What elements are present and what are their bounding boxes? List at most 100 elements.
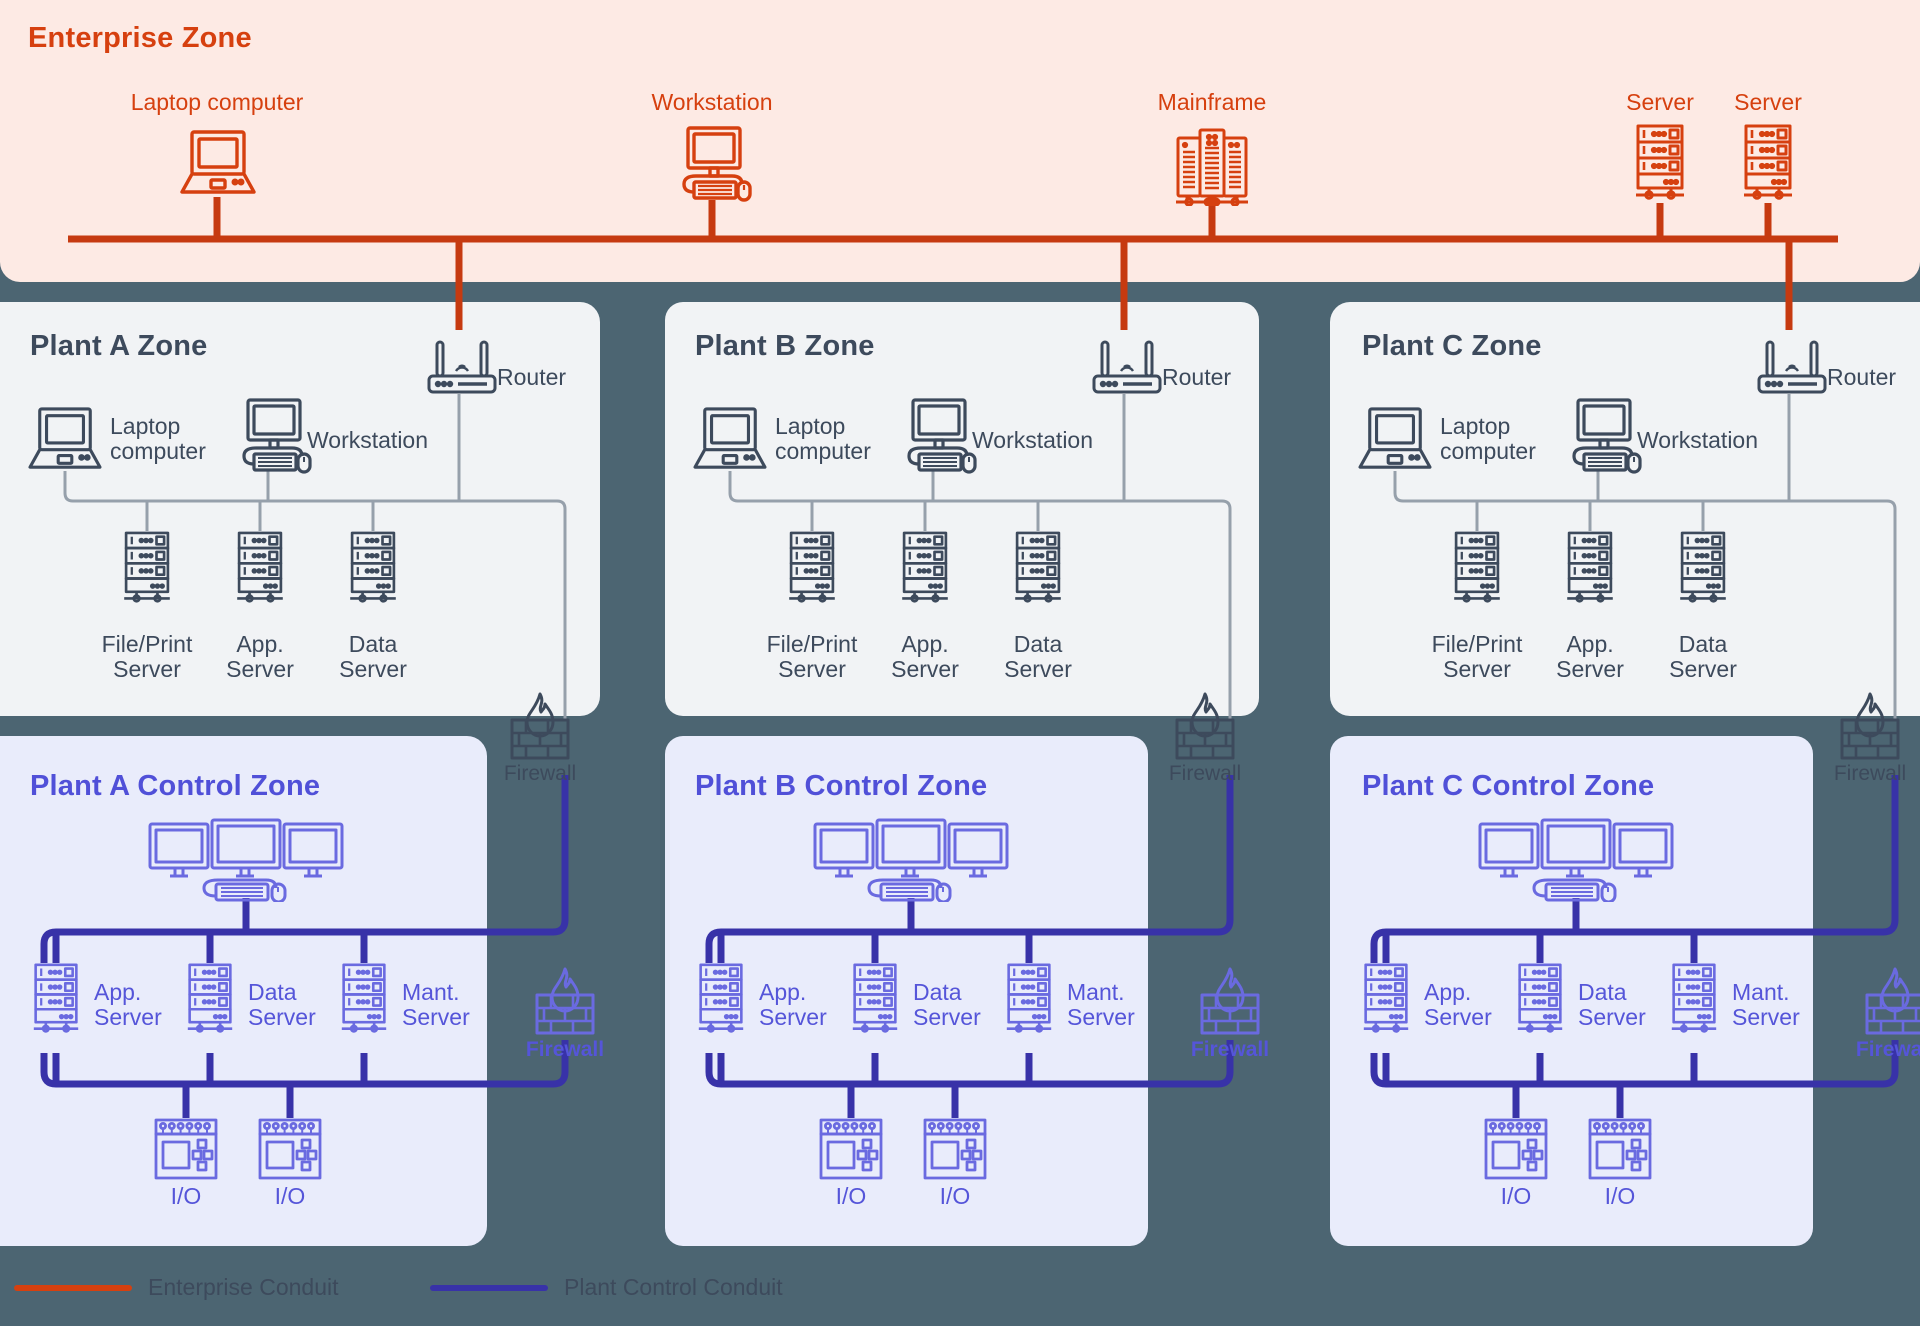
plant-b-server-label-1: File/Print Server bbox=[766, 631, 858, 683]
server-icon bbox=[1675, 531, 1731, 612]
plant-a-server-label-2: App. Server bbox=[226, 631, 294, 683]
plant-a-server-label-1: File/Print Server bbox=[101, 631, 193, 683]
laptop-icon bbox=[178, 128, 258, 203]
server-icon bbox=[119, 531, 175, 612]
server-icon bbox=[1358, 963, 1414, 1042]
server-icon bbox=[1010, 531, 1066, 612]
plant-b-router-label: Router bbox=[1162, 364, 1232, 390]
ctrl-a-server-label-2: Data Server bbox=[248, 979, 316, 1031]
enterprise-zone-panel bbox=[0, 0, 1920, 282]
io-module-icon bbox=[152, 1118, 220, 1187]
laptop-icon bbox=[25, 405, 105, 478]
server-icon bbox=[1562, 531, 1618, 612]
server-icon bbox=[1740, 124, 1796, 209]
ctrl-a-server-label-1: App. Server bbox=[94, 979, 162, 1031]
multi-monitor-workstation-icon bbox=[813, 818, 1009, 907]
plant-b-laptop-label: Laptop computer bbox=[775, 413, 871, 465]
plant-c-zone-title: Plant C Zone bbox=[1362, 330, 1542, 362]
plant-c-zone-panel bbox=[1330, 302, 1920, 716]
plant-a-firewall-wire bbox=[556, 499, 567, 720]
plant-c-control-zone-title: Plant C Control Zone bbox=[1362, 770, 1655, 802]
legend-item-enterprise-conduit: Enterprise Conduit bbox=[14, 1274, 339, 1301]
plant-b-zone-panel bbox=[665, 302, 1259, 716]
ctrl-a-upper-bus bbox=[40, 919, 569, 963]
server-icon bbox=[1001, 963, 1057, 1042]
ctrl-b-io-label-1: I/O bbox=[835, 1183, 867, 1209]
ctrl-b-lower-bus bbox=[705, 1040, 1234, 1088]
workstation-icon bbox=[893, 398, 981, 479]
plant-a-server-label-3: Data Server bbox=[339, 631, 407, 683]
server-icon bbox=[182, 963, 238, 1042]
plant-a-zone-panel bbox=[0, 302, 600, 716]
server-icon bbox=[784, 531, 840, 612]
workstation-icon bbox=[228, 398, 316, 479]
ctrl-c-io-label-1: I/O bbox=[1500, 1183, 1532, 1209]
plant-c-server-label-3: Data Server bbox=[1669, 631, 1737, 683]
ctrl-a-server-label-3: Mant. Server bbox=[402, 979, 470, 1031]
ctrl-b-upper-bus bbox=[705, 919, 1234, 963]
plant-c-server-label-1: File/Print Server bbox=[1431, 631, 1523, 683]
firewall-icon bbox=[504, 690, 576, 767]
laptop-icon bbox=[1355, 405, 1435, 478]
plant-b-laptop-wire bbox=[728, 471, 1222, 503]
io-module-icon bbox=[1586, 1118, 1654, 1187]
workstation-icon bbox=[1558, 398, 1646, 479]
plant-c-server-label-2: App. Server bbox=[1556, 631, 1624, 683]
plant-a-control-zone-title: Plant A Control Zone bbox=[30, 770, 321, 802]
ctrl-c-firewall-label: Firewall bbox=[1855, 1038, 1920, 1061]
ctrl-b-server-label-2: Data Server bbox=[913, 979, 981, 1031]
enterprise-device-label-server-2: Server bbox=[1734, 89, 1802, 115]
router-icon bbox=[425, 340, 499, 401]
multi-monitor-workstation-icon bbox=[1478, 818, 1674, 907]
plant-b-server-label-3: Data Server bbox=[1004, 631, 1072, 683]
plant-c-router-label: Router bbox=[1827, 364, 1897, 390]
ctrl-c-lower-bus bbox=[1370, 1040, 1899, 1088]
ctrl-b-server-label-1: App. Server bbox=[759, 979, 827, 1031]
io-module-icon bbox=[256, 1118, 324, 1187]
plant-b-workstation-label: Workstation bbox=[972, 427, 1094, 453]
ctrl-a-io-label-2: I/O bbox=[274, 1183, 306, 1209]
laptop-icon bbox=[690, 405, 770, 478]
plant-a-firewall-label: Firewall bbox=[503, 762, 577, 785]
plant-c-workstation-label: Workstation bbox=[1637, 427, 1759, 453]
plant-a-zone-title: Plant A Zone bbox=[30, 330, 208, 362]
server-icon bbox=[693, 963, 749, 1042]
firewall-icon bbox=[1169, 690, 1241, 767]
server-icon bbox=[28, 963, 84, 1042]
plant-b-zone-title: Plant B Zone bbox=[695, 330, 875, 362]
plant-a-laptop-label: Laptop computer bbox=[110, 413, 206, 465]
ctrl-c-upper-bus bbox=[1370, 919, 1899, 963]
ctrl-c-server-label-1: App. Server bbox=[1424, 979, 1492, 1031]
firewall-icon bbox=[1859, 965, 1920, 1042]
ctrl-b-server-label-3: Mant. Server bbox=[1067, 979, 1135, 1031]
legend-swatch-enterprise-conduit bbox=[14, 1284, 132, 1291]
enterprise-device-label-workstation: Workstation bbox=[651, 89, 773, 115]
server-icon bbox=[847, 963, 903, 1042]
server-icon bbox=[336, 963, 392, 1042]
enterprise-device-label-laptop: Laptop computer bbox=[130, 89, 304, 115]
plant-b-firewall-label: Firewall bbox=[1168, 762, 1242, 785]
ctrl-a-io-label-1: I/O bbox=[170, 1183, 202, 1209]
enterprise-device-label-server-1: Server bbox=[1626, 89, 1694, 115]
server-icon bbox=[1632, 124, 1688, 209]
server-icon bbox=[1666, 963, 1722, 1042]
ctrl-b-io-label-2: I/O bbox=[939, 1183, 971, 1209]
enterprise-zone-title: Enterprise Zone bbox=[28, 22, 252, 54]
plant-c-laptop-wire bbox=[1393, 471, 1887, 503]
legend: Enterprise Conduit Plant Control Conduit bbox=[0, 1270, 1920, 1326]
server-icon bbox=[1512, 963, 1568, 1042]
plant-a-router-label: Router bbox=[497, 364, 567, 390]
legend-label-plant-control-conduit: Plant Control Conduit bbox=[564, 1274, 783, 1300]
firewall-icon bbox=[529, 965, 601, 1042]
legend-label-enterprise-conduit: Enterprise Conduit bbox=[148, 1274, 339, 1300]
plant-c-firewall-wire bbox=[1886, 499, 1897, 720]
firewall-icon bbox=[1834, 690, 1906, 767]
plant-b-server-label-2: App. Server bbox=[891, 631, 959, 683]
firewall-icon bbox=[1194, 965, 1266, 1042]
plant-c-firewall-label: Firewall bbox=[1833, 762, 1907, 785]
server-icon bbox=[232, 531, 288, 612]
plant-a-workstation-label: Workstation bbox=[307, 427, 429, 453]
legend-item-plant-control-conduit: Plant Control Conduit bbox=[430, 1274, 783, 1301]
ctrl-a-lower-bus bbox=[40, 1040, 569, 1088]
